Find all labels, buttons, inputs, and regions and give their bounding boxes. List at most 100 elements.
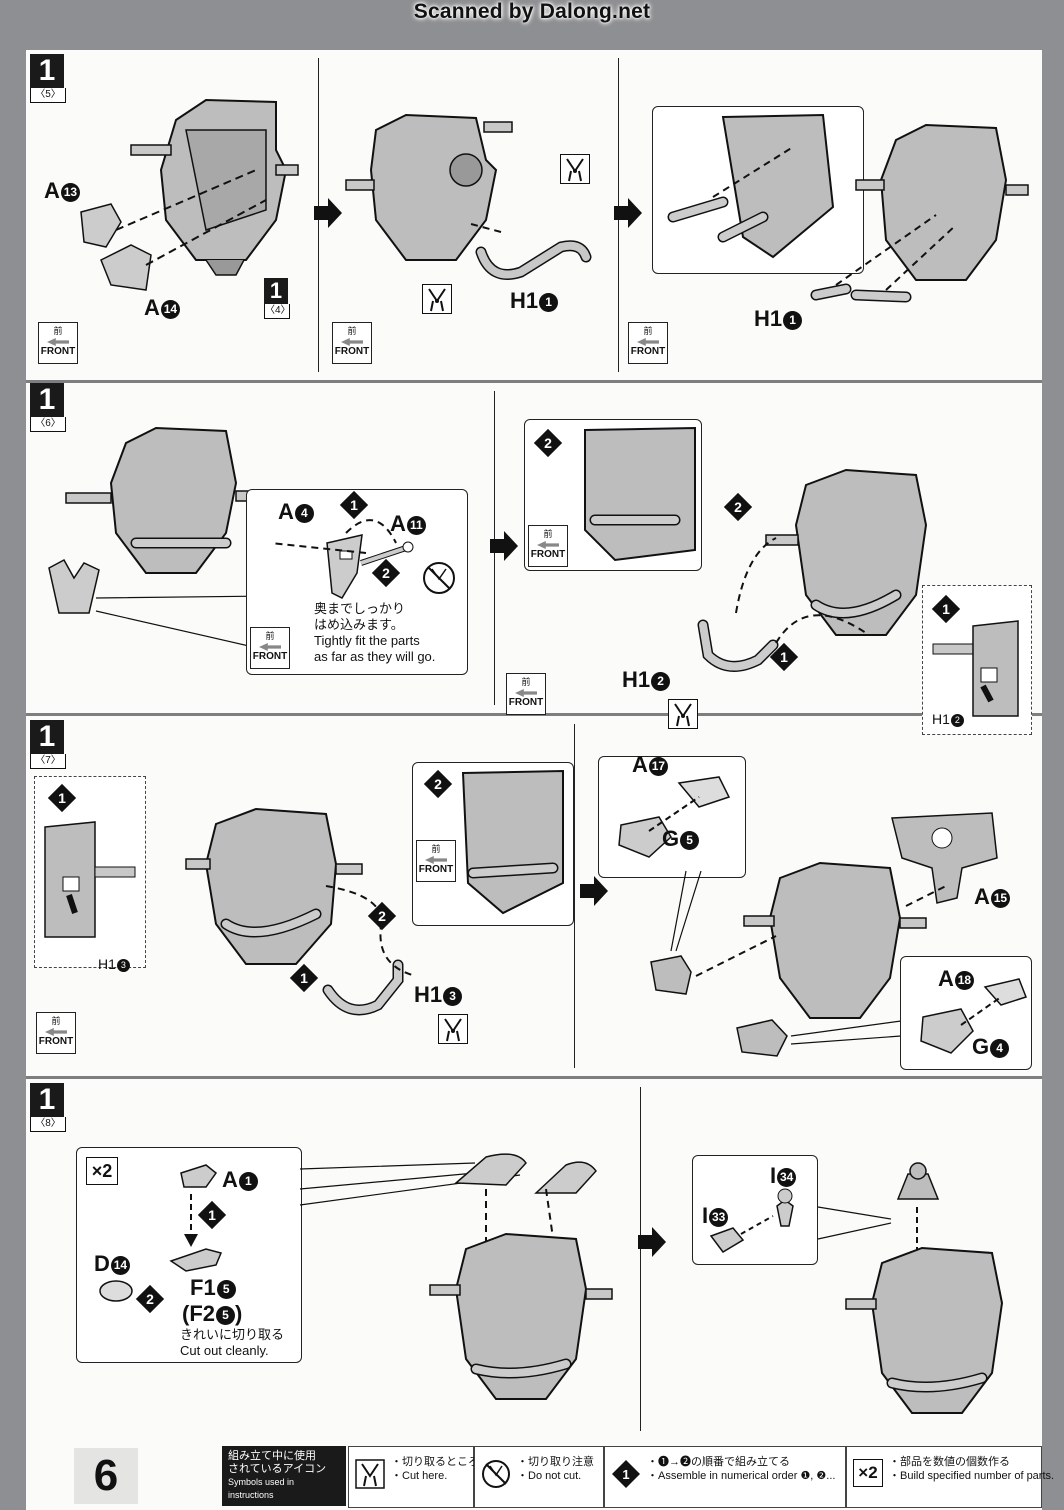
order-1-icon: 1 <box>48 784 76 812</box>
torso-drawing <box>743 861 927 1019</box>
torso-drawing <box>429 1232 613 1400</box>
substep-number: 〈8〉 <box>30 1117 66 1132</box>
detail-drawing <box>709 1188 794 1253</box>
detail-inset <box>692 1155 818 1265</box>
flow-arrow-icon <box>314 198 342 228</box>
panel-divider <box>640 1087 641 1431</box>
assembly-arrow <box>184 1194 198 1247</box>
order-2-icon: 2 <box>534 429 562 457</box>
assembly-arrow <box>695 885 947 977</box>
legend-order: 1 ・❶→❷の順番で組み立てる・Assemble in numerical or… <box>604 1446 846 1508</box>
pipe-part-h1-3 <box>322 959 404 1016</box>
pipe-part-h1 <box>470 223 592 280</box>
ref-substep-number: 〈4〉 <box>264 304 291 319</box>
pipe-part-h1-2 <box>697 619 779 672</box>
svg-text:1: 1 <box>622 1467 629 1482</box>
part-a1-shape <box>180 1164 218 1188</box>
part-f1-shape <box>169 1248 223 1272</box>
leader-lines <box>790 1020 902 1045</box>
nose-parts <box>454 1153 597 1194</box>
torso-drawing <box>130 98 299 276</box>
clip-part <box>48 558 100 614</box>
part-g4-shape <box>736 1019 788 1057</box>
detail-inset <box>900 956 1032 1070</box>
pipe-parts <box>810 214 957 303</box>
detail-inset <box>652 106 864 274</box>
assembly-arrow <box>270 519 397 554</box>
detail-drawing <box>667 113 835 259</box>
detail-drawing <box>461 769 564 915</box>
assembly-path <box>735 537 867 644</box>
order-2-icon: 2 <box>424 770 452 798</box>
torso-drawing <box>845 1246 1004 1414</box>
torso-drawing <box>185 807 363 965</box>
detail-drawing <box>584 426 696 562</box>
page-number: 6 <box>74 1448 138 1504</box>
order-1-icon: 1 <box>932 595 960 623</box>
step-badge: 1 〈7〉 <box>30 720 66 769</box>
legend-multiply: ×2 ・部品を数値の個数作る・Build specified number of… <box>846 1446 1054 1508</box>
order-2-icon: 2 <box>368 902 396 930</box>
part-a14-shape <box>100 244 152 291</box>
leader-lines <box>670 870 702 952</box>
torso-drawing <box>855 123 1029 281</box>
order-1-icon: 1 <box>340 491 368 519</box>
flow-arrow-icon <box>580 876 608 906</box>
peg-a11 <box>360 541 414 566</box>
ref-step-number: 1 <box>264 278 288 304</box>
order-2-icon: 2 <box>724 493 752 521</box>
step-badge: 1 〈8〉 <box>30 1083 66 1132</box>
nipper-icon <box>438 1014 468 1044</box>
order-icon: 1 <box>612 1460 640 1488</box>
step-badge: 1 〈6〉 <box>30 383 66 432</box>
order-2-icon: 2 <box>372 559 400 587</box>
detail-inset <box>598 756 746 878</box>
order-1-icon: 1 <box>290 964 318 992</box>
substep-number: 〈5〉 <box>30 88 66 103</box>
substep-number: 〈7〉 <box>30 754 66 769</box>
flow-arrow-icon <box>490 531 518 561</box>
detail-drawing <box>44 821 136 938</box>
legend-cut-here: ・切り取るところ・Cut here. <box>348 1446 479 1508</box>
substep-number: 〈6〉 <box>30 417 66 432</box>
part-g5-shape <box>650 955 692 995</box>
ref-step-badge: 1 〈4〉 <box>264 278 298 319</box>
nipper-icon <box>355 1459 385 1489</box>
torso-drawing <box>765 468 928 636</box>
order-1-icon: 1 <box>198 1201 226 1229</box>
no-cut-icon <box>482 1460 510 1488</box>
multiply-icon: ×2 <box>853 1459 883 1487</box>
panel-divider <box>574 724 575 1068</box>
step-number: 1 <box>30 54 64 88</box>
nipper-icon <box>560 154 590 184</box>
legend-do-not-cut: ・切り取り注意・Do not cut. <box>474 1446 604 1508</box>
part-a13-shape <box>80 203 122 248</box>
multiply-icon: ×2 <box>86 1157 118 1185</box>
